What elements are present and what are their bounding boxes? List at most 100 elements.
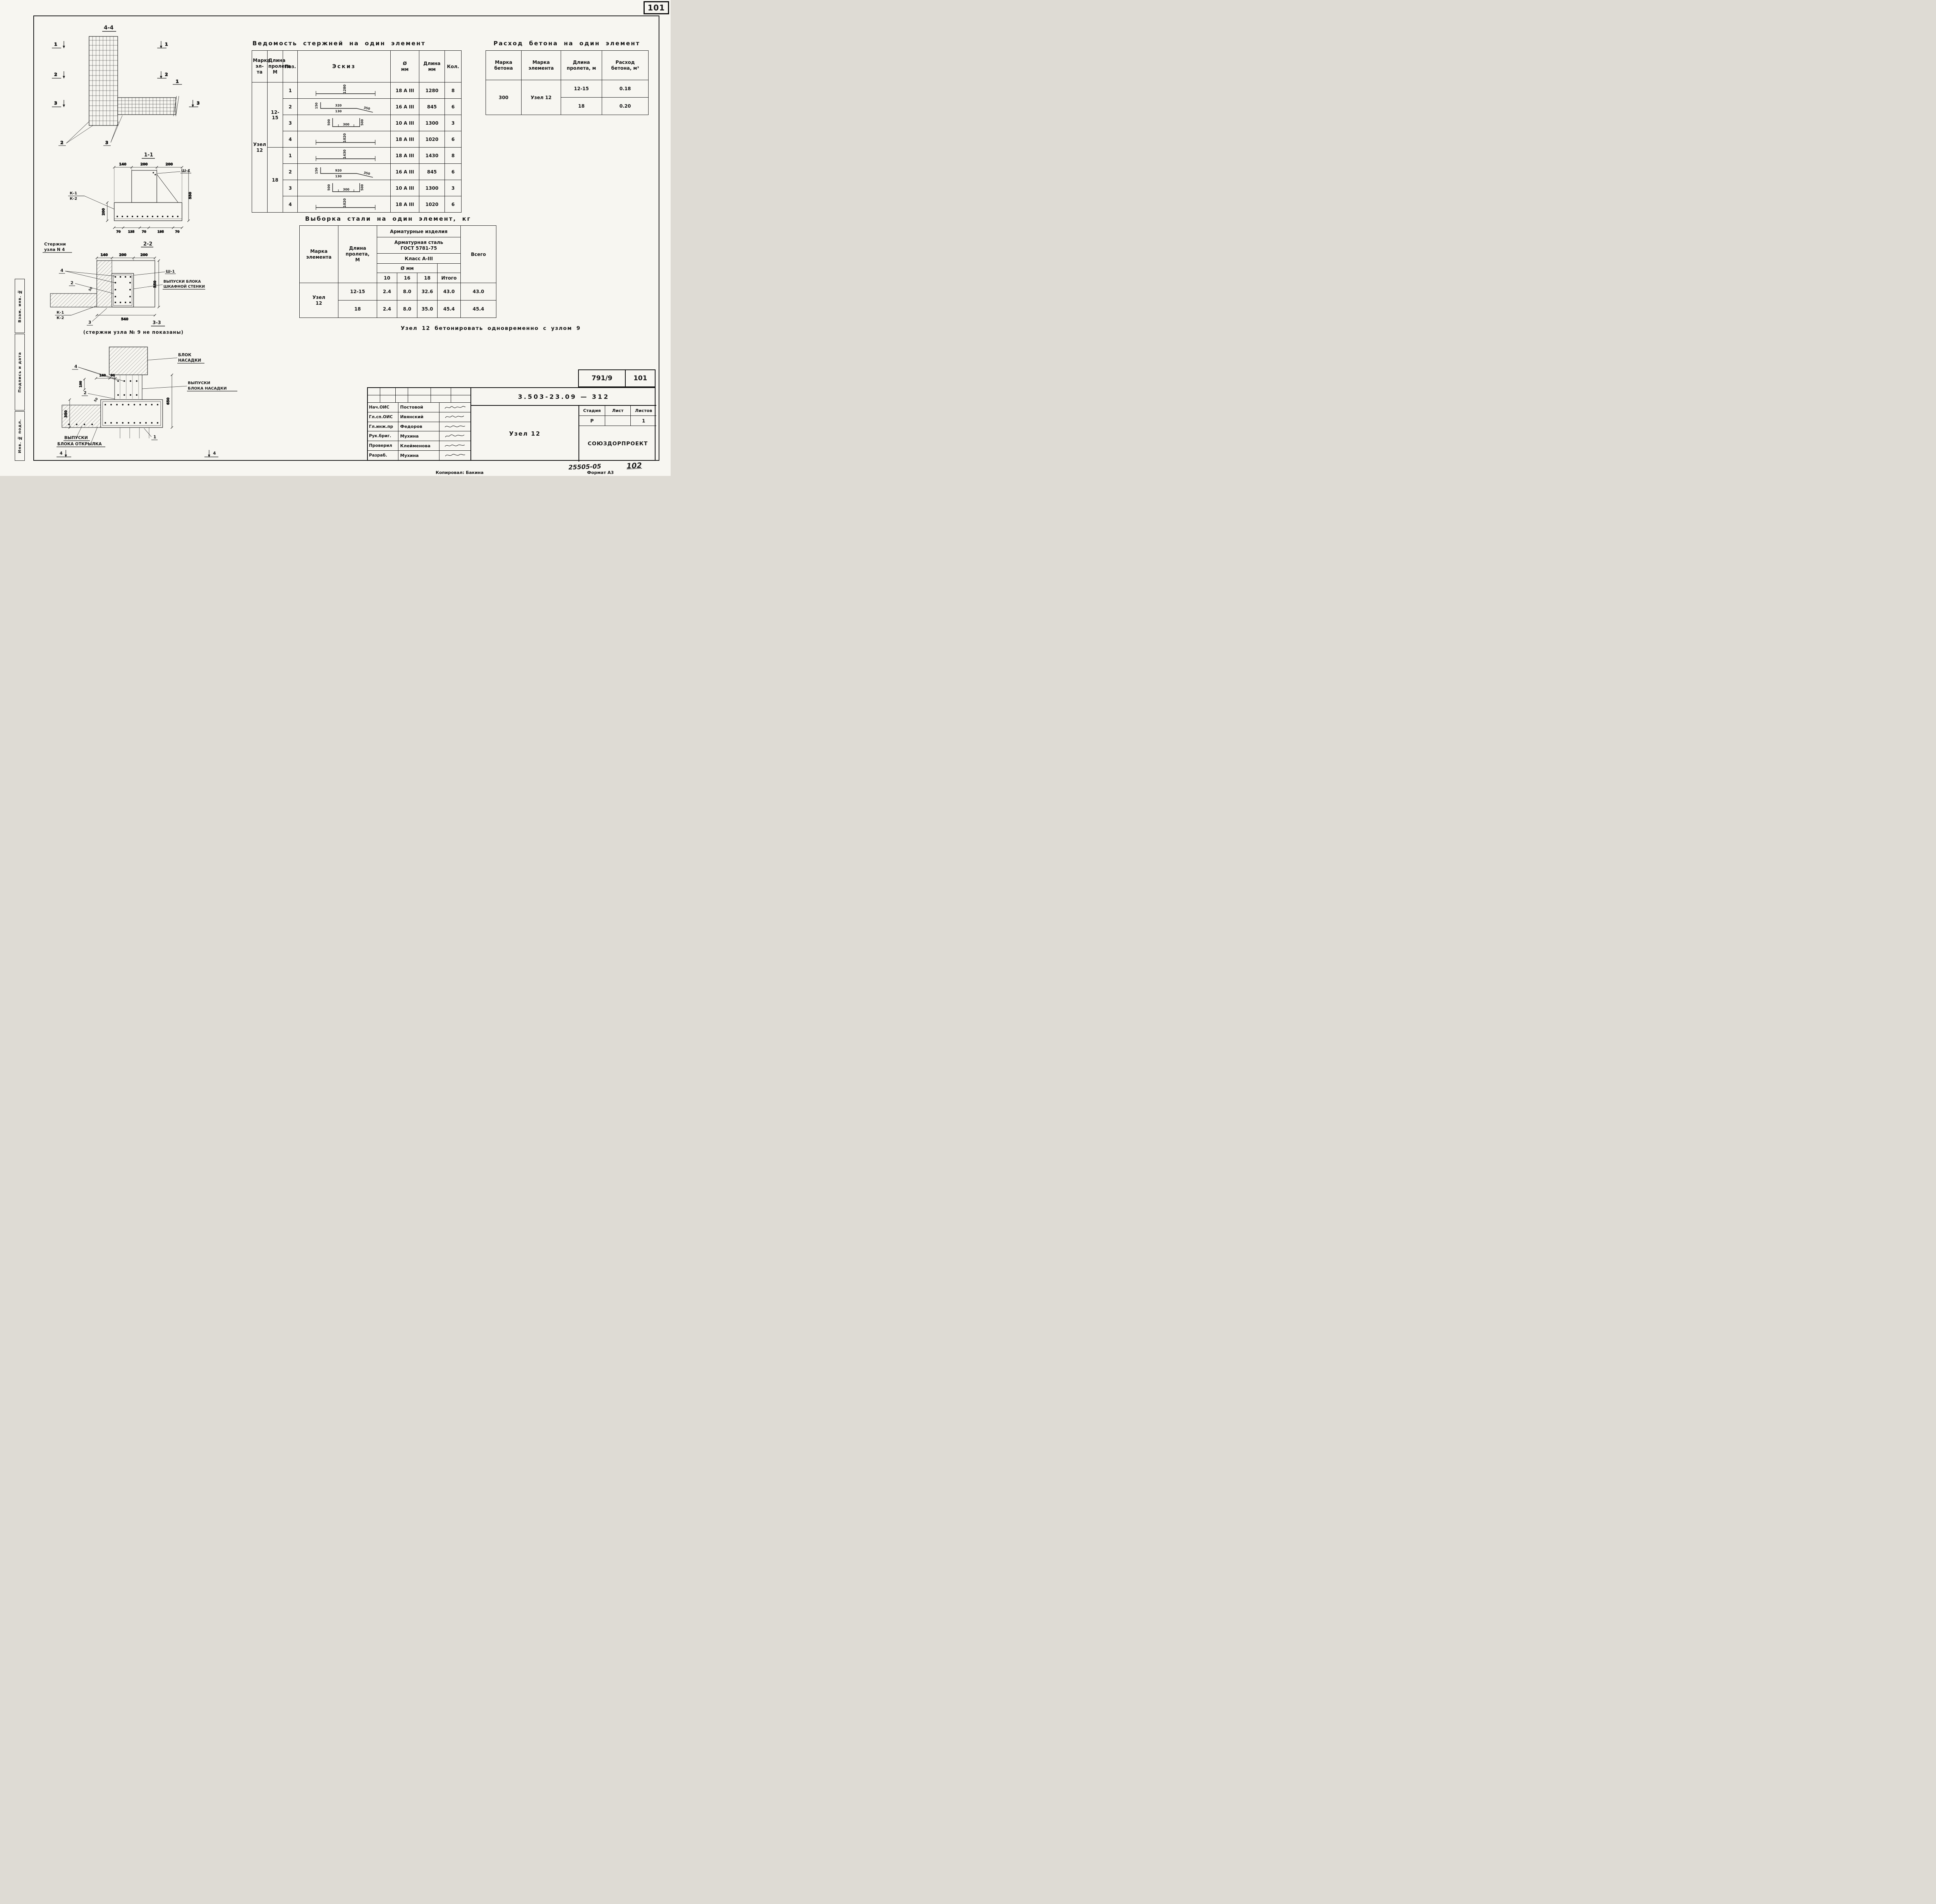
sheets-label: Листов	[635, 408, 652, 413]
u-bar-sketch: 500 300 500	[327, 183, 364, 192]
sketch-dim: 1280	[343, 84, 347, 94]
qty-cell: 3	[445, 115, 462, 131]
pos-cell: 3	[283, 180, 298, 196]
bent-bar-sketch: 320 130 150 350	[315, 102, 373, 113]
straight-bar-sketch: 1280	[316, 84, 375, 96]
signature	[439, 451, 470, 460]
signature-scribble-icon	[445, 445, 465, 447]
stage-sheet-box: Стадия Лист Листов Р 1 СОЮЗДОРПРОЕКТ	[579, 406, 656, 462]
bars-label: Стержни	[44, 242, 66, 247]
dim-label: 550	[189, 192, 192, 199]
section-mark: 4	[213, 451, 216, 456]
position-callout: 2	[70, 280, 74, 285]
format-label: Формат А3	[587, 470, 614, 475]
value-cell: 8.0	[397, 283, 417, 300]
col-header-concrete-mark: Марка бетона	[486, 50, 522, 80]
document-number: 3.503-23.09 — 312	[471, 388, 656, 406]
signature-row: Проверил Клейменова	[368, 441, 470, 451]
dim-label: 70	[116, 230, 121, 233]
sketch-dim: 300	[343, 123, 349, 126]
qty-cell: 6	[445, 131, 462, 148]
dim-label: 100	[79, 381, 82, 387]
person-name: Постовой	[398, 403, 439, 412]
span-cell: 18	[267, 147, 283, 213]
sketch-cell: 1430	[297, 147, 391, 164]
signature-scribble-icon	[445, 406, 466, 409]
bars-table: Марка эл-та Длина пролета М Поз. Эскиз Ø…	[252, 50, 462, 213]
volume-cell: 0.18	[602, 80, 649, 98]
revision-row	[368, 395, 470, 403]
dim-label: 140	[100, 374, 106, 377]
concrete-table-title: Расход бетона на один элемент	[493, 40, 640, 47]
pos-cell: 3	[283, 115, 298, 131]
element-mark-cell: Узел 12	[299, 283, 338, 318]
dim-label: 540	[121, 318, 129, 321]
steel-table-title: Выборка стали на один элемент, кг	[305, 215, 471, 222]
dim-label: 140	[119, 163, 127, 167]
project-reference: 791/9	[579, 370, 626, 386]
sketch-dim: 1020	[343, 198, 347, 208]
col-header-mark: Марка эл-та	[252, 50, 270, 82]
sketch-dim: 350	[363, 106, 371, 110]
sketch-dim: 1430	[343, 149, 347, 159]
role-label: Разраб.	[368, 451, 399, 460]
dia-cell: 10 А III	[390, 180, 419, 196]
sketch-dim: 150	[315, 102, 318, 109]
stage-label: Стадия	[579, 406, 605, 415]
block-mark: К-2	[70, 197, 77, 201]
sketch-cell: 500 300 500	[297, 115, 391, 131]
volume-cell: 0.20	[602, 97, 649, 115]
span-cell: 18	[561, 97, 602, 115]
signature-row: Гл.сп.ОИС Ивянский	[368, 412, 470, 422]
section-title: 4-4	[104, 25, 114, 31]
signature-scribble-icon	[445, 425, 465, 427]
mesh-label: Ш-1	[181, 169, 191, 173]
signature-scribble-icon	[445, 434, 465, 438]
title-block-main: 3.503-23.09 — 312 Узел 12 Стадия Лист Ли…	[471, 388, 656, 462]
dim-label: 60	[110, 374, 115, 377]
value-cell: 35.0	[417, 300, 438, 318]
qty-cell: 6	[445, 98, 462, 115]
element-cell: Узел 12	[521, 80, 561, 115]
position-callout: 2	[60, 140, 64, 145]
empty-cell	[437, 263, 461, 273]
straight-bar-sketch: 1020	[316, 133, 375, 145]
sheet-label: Лист	[605, 406, 631, 415]
signature-scribble-icon	[445, 454, 465, 457]
pos-cell: 1	[283, 82, 298, 99]
outlet-label: БЛОКА НАСАДКИ	[188, 386, 227, 391]
col-header-mark: Марка элемента	[299, 225, 338, 283]
position-callout: 3	[105, 140, 108, 145]
sketch-cell: 500 300 500	[297, 180, 391, 196]
margin-stamp-label: Взам. инв. №	[17, 289, 22, 323]
subtotal-cell: 45.4	[437, 300, 461, 318]
signature	[439, 441, 470, 450]
dia-16-header: 16	[397, 273, 417, 283]
copied-by-label: Копировал: Бакина	[436, 470, 484, 475]
col-header-group: Арматурные изделия	[376, 225, 461, 237]
subtotal-header: Итого	[437, 273, 461, 283]
section-title: 3-3	[153, 320, 161, 325]
handwritten-page-number: 102	[626, 461, 642, 471]
dim-label: 200	[141, 253, 148, 257]
position-callout: 3	[88, 320, 91, 325]
blueprint-sheet: 101 Взам. инв. № Подпись и дата Инв. № п…	[0, 0, 671, 476]
drawing-subject: Узел 12	[471, 406, 579, 462]
signature	[439, 422, 470, 431]
block-mark: К-1	[70, 191, 77, 196]
col-header-span: Длина пролета М	[267, 50, 290, 82]
dim-label: 200	[141, 163, 148, 167]
margin-stamp-vzam: Взам. инв. №	[15, 279, 25, 333]
margin-stamp-podpis: Подпись и дата	[15, 334, 25, 410]
col-header-volume: Расход бетона, м³	[602, 50, 649, 80]
sketch-cell: 1020	[297, 131, 391, 148]
span-cell: 12-15	[561, 80, 602, 98]
dia-18-header: 18	[417, 273, 438, 283]
person-name: Мухина	[398, 431, 439, 441]
sketch-dim: 920	[335, 169, 342, 172]
outlet-label: БЛОКА ОТКРЫЛКА	[57, 442, 102, 446]
total-cell: 45.4	[460, 300, 497, 318]
col-header-element: Марка элемента	[521, 50, 561, 80]
section-mark: 2	[54, 72, 57, 77]
len-cell: 1020	[419, 196, 445, 213]
